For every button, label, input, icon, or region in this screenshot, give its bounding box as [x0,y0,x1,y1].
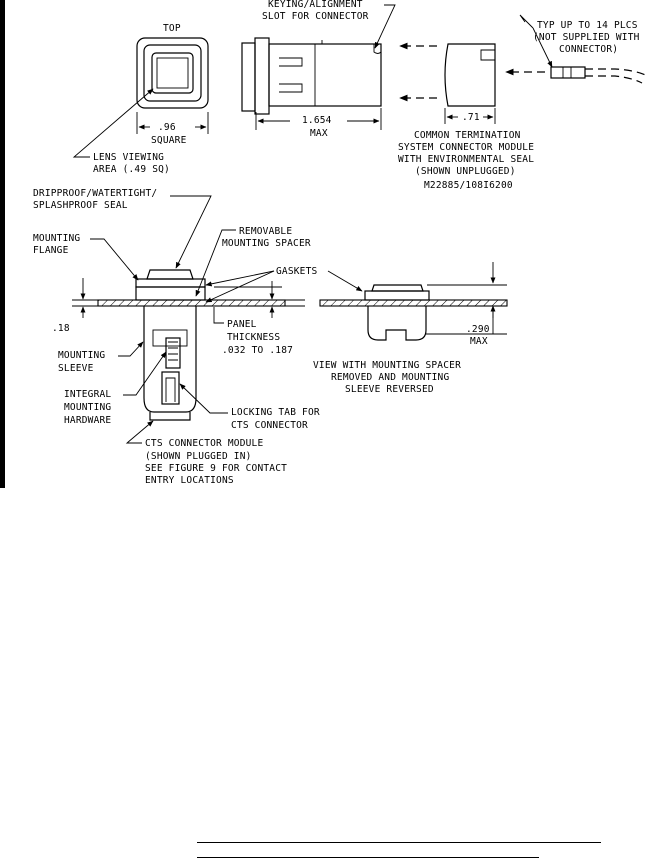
cts-connector-module [149,412,191,421]
top-view-inner-bezel [143,44,202,102]
typ-label-3: CONNECTOR) [559,44,618,55]
connector-module: TYP UP TO 14 PLCS (NOT SUPPLIED WITH CON… [398,14,649,191]
dim-290-max: MAX [470,336,488,347]
reversed-panel [319,299,508,307]
integral-label-3: HARDWARE [64,415,111,426]
typ-label-2: (NOT SUPPLIED WITH [533,32,640,43]
footer-rule-bottom [197,857,539,858]
dim-18: .18 [52,323,70,334]
lens-viewing-label-1: LENS VIEWING [93,152,164,163]
mounted-section-view: DRIPPROOF/WATERTIGHT/ SPLASHPROOF SEAL R… [33,188,320,486]
panel-label-3: .032 TO .187 [222,345,293,356]
typ-label-1: TYP UP TO 14 PLCS [537,20,638,31]
keying-label-2: SLOT FOR CONNECTOR [262,11,369,22]
mounting-flange [135,278,206,288]
top-view-outer-bezel [136,37,209,109]
footer-rule-top [197,842,601,843]
lens-viewing-label-2: AREA (.49 SQ) [93,164,170,175]
integral-hardware [165,337,181,369]
panel-label-2: THICKNESS [227,332,280,343]
connector-body [444,43,496,107]
reversed-sleeve-view: .290 MAX VIEW WITH MOUNTING SPACER REMOV… [313,262,508,395]
flange-label-1: MOUNTING [33,233,80,244]
contact-pin [550,66,586,79]
sleeve-label-2: SLEEVE [58,363,94,374]
reversed-seal [371,284,424,292]
locking-label-1: LOCKING TAB FOR [231,407,320,418]
connector-dimension: .71 [462,112,480,123]
length-dimension: 1.654 [302,115,332,126]
common-label-1: COMMON TERMINATION [414,130,521,141]
common-label-2: SYSTEM CONNECTOR MODULE [398,142,534,153]
reversed-sleeve [367,306,427,341]
cts-label-2: (SHOWN PLUGGED IN) [145,451,252,462]
panel [97,299,286,307]
keying-label-1: KEYING/ALIGNMENT [268,0,363,10]
top-view-label: TOP [163,23,181,34]
keying-slot [373,43,382,54]
lens-viewing-area [156,57,189,89]
gaskets-label: GASKETS [276,266,318,277]
integral-label-2: MOUNTING [64,402,111,413]
view-label-1: VIEW WITH MOUNTING SPACER [313,360,461,371]
view-label-3: SLEEVE REVERSED [345,384,434,395]
dripproof-label-1: DRIPPROOF/WATERTIGHT/ [33,188,157,199]
view-label-2: REMOVED AND MOUNTING [331,372,449,383]
switch-seal [146,269,194,280]
side-flange [241,42,256,112]
length-max-label: MAX [310,128,328,139]
locking-label-2: CTS CONNECTOR [231,420,308,431]
square-dimension: .96 [158,122,176,133]
common-label-3: WITH ENVIRONMENTAL SEAL [398,154,534,165]
spacer-label-2: MOUNTING SPACER [222,238,311,249]
panel-label-1: PANEL [227,319,257,330]
flange-label-2: FLANGE [33,245,69,256]
square-label: SQUARE [151,135,187,146]
integral-label-1: INTEGRAL [64,389,111,400]
left-margin-bar [0,0,5,488]
side-bezel [254,37,270,115]
mounting-spacer [135,286,206,301]
dripproof-label-2: SPLASHPROOF SEAL [33,200,128,211]
lens-outline [151,52,194,94]
locking-tab [161,371,180,405]
cts-label-4: ENTRY LOCATIONS [145,475,234,486]
sleeve-label-1: MOUNTING [58,350,105,361]
cts-label-1: CTS CONNECTOR MODULE [145,438,263,449]
reversed-flange [364,290,430,301]
cts-label-3: SEE FIGURE 9 FOR CONTACT [145,463,287,474]
side-body [268,43,382,107]
mounting-sleeve [143,306,197,413]
top-view: TOP .96 SQUARE LENS VIEWING AREA (.49 SQ… [72,23,209,175]
part-number: M22885/108I6200 [424,180,513,191]
spacer-label-1: REMOVABLE [239,226,292,237]
common-label-4: (SHOWN UNPLUGGED) [415,166,516,177]
dim-290: .290 [466,324,490,335]
side-view: KEYING/ALIGNMENT SLOT FOR CONNECTOR 1.65… [241,0,396,139]
